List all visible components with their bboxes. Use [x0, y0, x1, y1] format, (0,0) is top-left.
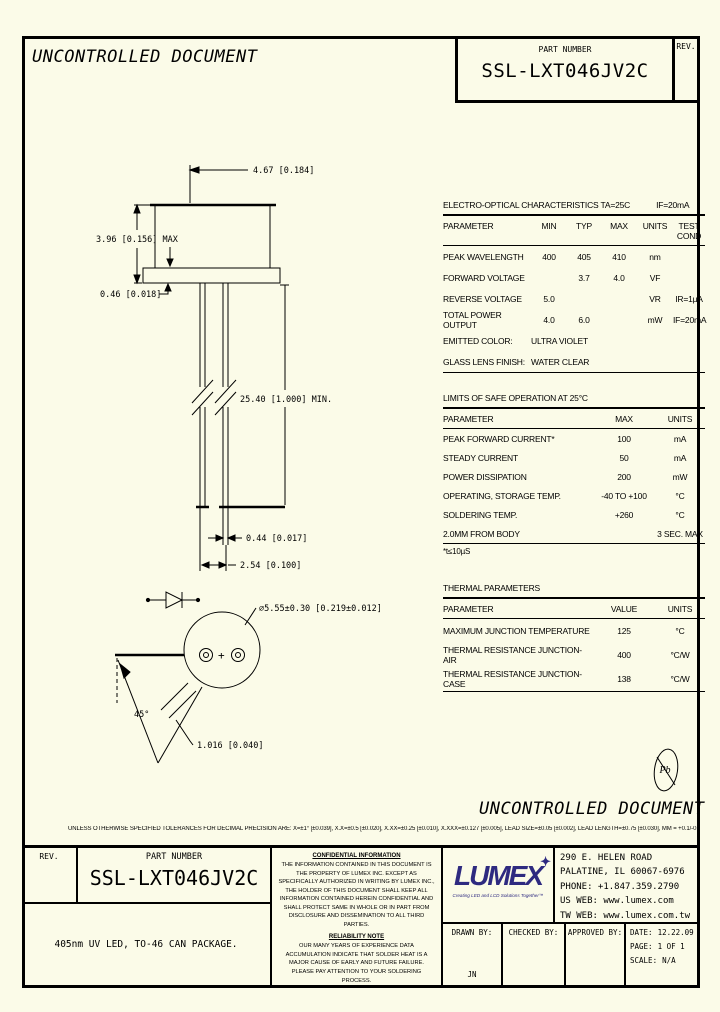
dim-tab-angle: 45° — [134, 710, 149, 720]
limits-table-footnote: *t≤10µS — [443, 547, 471, 556]
part-number-value: SSL-LXT046JV2C — [481, 60, 649, 82]
electro-optical-table: ELECTRO-OPTICAL CHARACTERISTICS TA=25C I… — [443, 200, 707, 373]
lumex-logo: LUMEX ✦ — [454, 854, 551, 891]
dim-cap-width: 4.67 [0.184] — [253, 166, 314, 176]
scale-value: N/A — [662, 956, 676, 965]
dim-flange-thickness: 0.46 [0.018] — [100, 290, 161, 300]
dim-can-diameter: ∅5.55±0.30 [0.219±0.012] — [259, 604, 382, 614]
package-drawing: 4.67 [0.184] 3.96 [0.156] MAX 0.46 [0.01… — [96, 165, 382, 764]
limits-table-header: PARAMETER MAX UNITS — [443, 409, 705, 429]
signoff-block: DRAWN BY: JN CHECKED BY: APPROVED BY: DA… — [443, 922, 700, 985]
part-description: 405nm UV LED, TO-46 CAN PACKAGE. — [22, 902, 270, 985]
limits-table: LIMITS OF SAFE OPERATION AT 25°C PARAMET… — [443, 393, 705, 556]
thermal-table-title: THERMAL PARAMETERS — [443, 583, 705, 599]
footer-rev-label: REV. — [39, 852, 59, 861]
rev-box: REV. — [672, 36, 700, 103]
lumex-logo-box: LUMEX ✦ Creating LED and LCD Solutions T… — [443, 845, 553, 922]
address-line: TW WEB: www.lumex.com.tw — [560, 910, 691, 921]
part-number-label: PART NUMBER — [538, 45, 592, 54]
scale-label: SCALE: — [630, 956, 658, 965]
dim-tab-width: 1.016 [0.040] — [197, 741, 264, 751]
thermal-table: THERMAL PARAMETERS PARAMETER VALUE UNITS… — [443, 583, 705, 692]
address-line: PALATINE, IL 60067-6976 — [560, 867, 685, 878]
dim-lead-diameter: 0.44 [0.017] — [246, 534, 307, 544]
company-address: 290 E. HELEN ROAD PALATINE, IL 60067-697… — [553, 845, 700, 922]
address-line: US WEB: www.lumex.com — [560, 896, 674, 907]
watermark-bottom: UNCONTROLLED DOCUMENT — [479, 799, 705, 819]
confidential-title: CONFIDENTIAL INFORMATION — [312, 853, 401, 859]
date-label: DATE: — [630, 928, 653, 937]
dim-lead-length: 25.40 [1.000] MIN. — [240, 395, 332, 405]
drawn-by-initials: JN — [467, 970, 477, 979]
footer-part-number-box: PART NUMBER SSL-LXT046JV2C — [78, 845, 270, 902]
date-value: 12.22.09 — [657, 928, 694, 937]
eo-table-header: PARAMETER MIN TYP MAX UNITS TEST COND — [443, 216, 705, 246]
page-value: 1 OF 1 — [657, 942, 685, 951]
address-line: PHONE: +1.847.359.2790 — [560, 881, 680, 892]
confidential-box: CONFIDENTIAL INFORMATION THE INFORMATION… — [270, 845, 443, 985]
table-row: OPERATING, STORAGE TEMP.-40 TO +100°C — [443, 490, 685, 501]
tolerance-note: UNLESS OTHERWISE SPECIFIED TOLERANCES FO… — [68, 826, 698, 832]
page-label: PAGE: — [630, 942, 653, 951]
dim-cap-height: 3.96 [0.156] MAX — [96, 235, 179, 245]
table-row: EMITTED COLOR:ULTRA VIOLET — [443, 335, 588, 346]
pb-text: Pb — [658, 765, 670, 776]
rev-label: REV. — [676, 42, 696, 51]
reliability-title: RELIABILITY NOTE — [328, 934, 385, 941]
thermal-table-header: PARAMETER VALUE UNITS — [443, 599, 705, 619]
checked-by-cell: CHECKED BY: — [503, 924, 566, 985]
approved-by-cell: APPROVED BY: — [566, 924, 626, 985]
footer-part-number-label: PART NUMBER — [145, 852, 203, 862]
lead-free-icon: Pb — [653, 748, 679, 792]
eo-table-title: ELECTRO-OPTICAL CHARACTERISTICS TA=25C I… — [443, 200, 705, 216]
border-frame — [22, 36, 700, 988]
address-line: 290 E. HELEN ROAD — [560, 853, 653, 863]
limits-table-title: LIMITS OF SAFE OPERATION AT 25°C — [443, 393, 705, 409]
date-page-scale-cell: DATE: 12.22.09 PAGE: 1 OF 1 SCALE: N/A — [626, 924, 700, 985]
table-row: SOLDERING TEMP.+260°C — [443, 509, 685, 520]
dim-lead-pitch: 2.54 [0.100] — [240, 561, 301, 571]
lumex-tagline: Creating LED and LCD Solutions Together™ — [452, 893, 544, 898]
table-row: GLASS LENS FINISH:WATER CLEAR — [443, 356, 590, 367]
footer-rev-box: REV. — [22, 845, 78, 902]
watermark-top: UNCONTROLLED DOCUMENT — [32, 47, 258, 67]
polarity-plus-mark: + — [218, 649, 225, 662]
footer-part-number-value: SSL-LXT046JV2C — [89, 866, 259, 890]
lumex-star-icon: ✦ — [540, 854, 551, 869]
drawn-by-cell: DRAWN BY: JN — [443, 924, 503, 985]
part-number-box: PART NUMBER SSL-LXT046JV2C — [455, 36, 675, 103]
reliability-body: OUR MANY YEARS OF EXPERIENCE DATA ACCUMU… — [285, 943, 428, 984]
confidential-body: THE INFORMATION CONTAINED IN THIS DOCUME… — [278, 862, 435, 928]
